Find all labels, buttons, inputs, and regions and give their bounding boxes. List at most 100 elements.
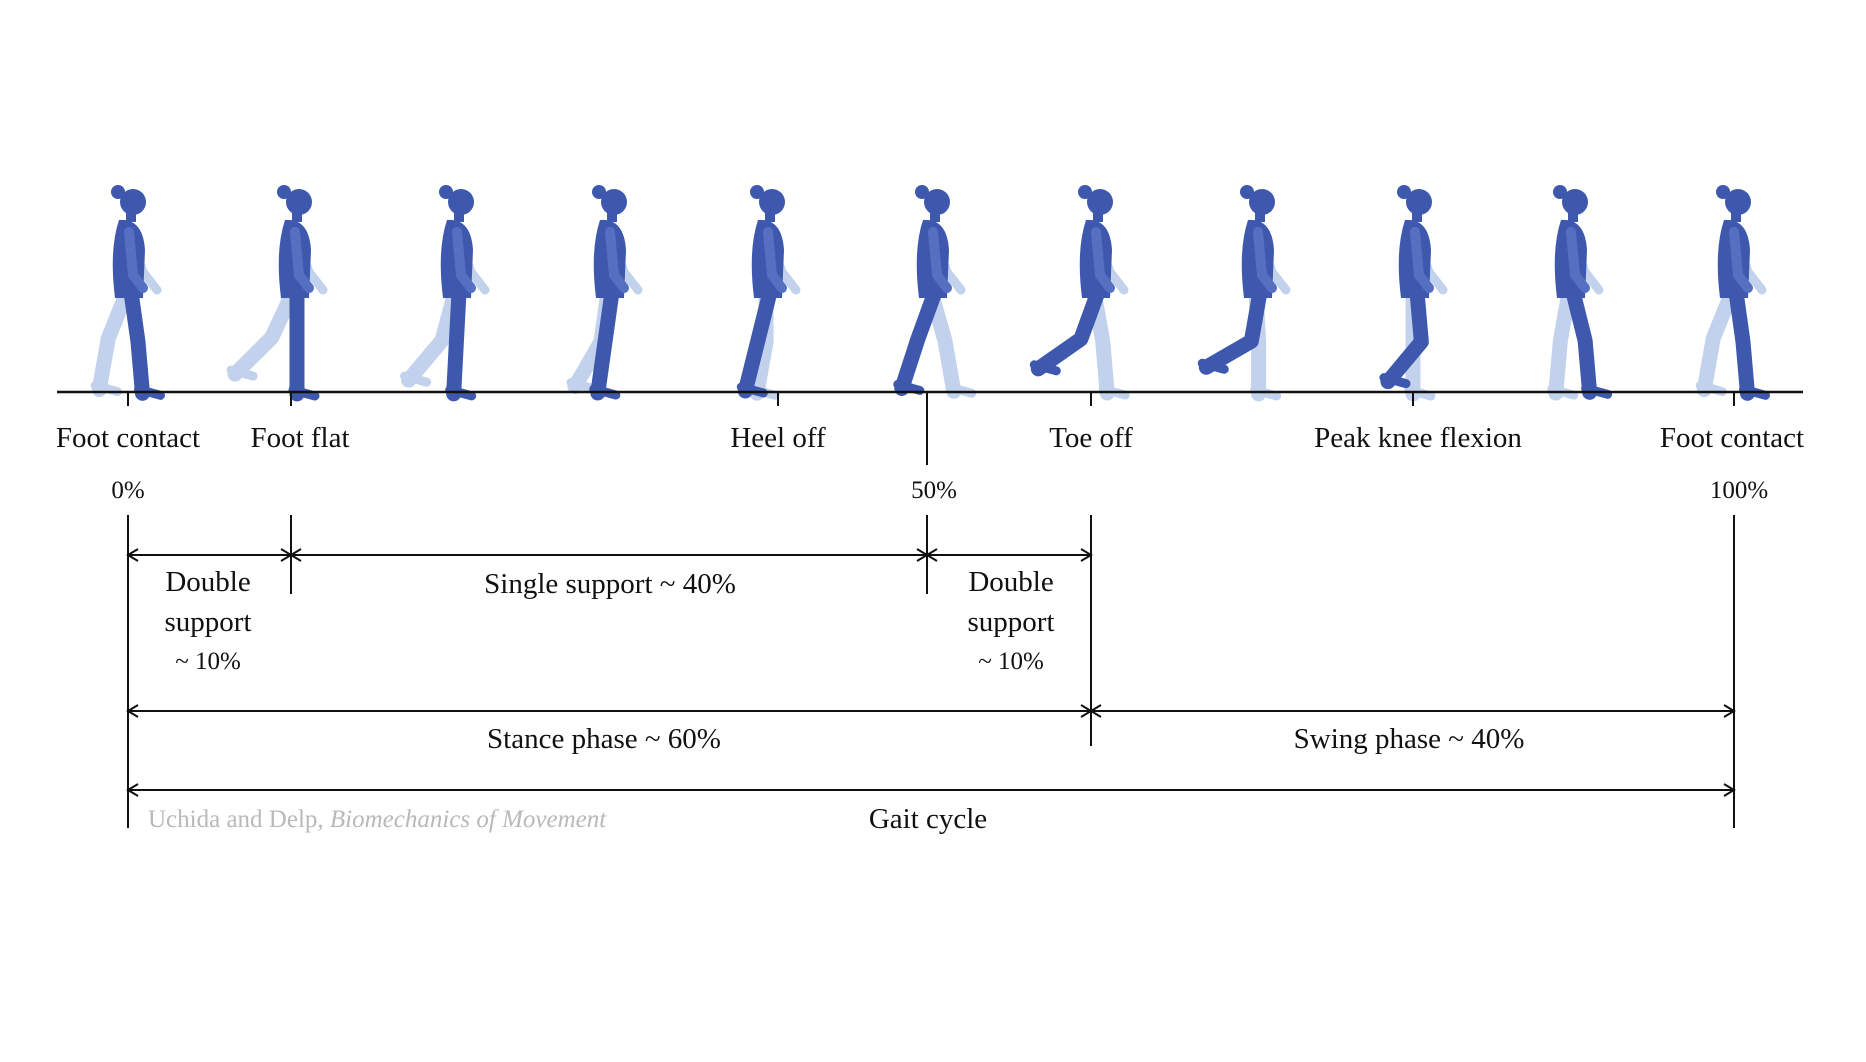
walking-figures (90, 185, 1770, 402)
neck (126, 210, 136, 222)
arrowhead-left (126, 704, 139, 718)
gait-cycle-label: Gait cycle (868, 803, 988, 835)
event-label-peak-knee-flexion: Peak knee flexion (1314, 422, 1522, 454)
arrowhead-left (1089, 704, 1102, 718)
leg (1548, 284, 1577, 401)
text-line: support (967, 606, 1055, 638)
walking-figure (400, 185, 490, 402)
arm (1410, 227, 1434, 293)
leg (91, 284, 135, 398)
head (1249, 189, 1275, 215)
double-support-1-label: Double support ~ 10% (165, 562, 252, 682)
arrowhead-left (289, 548, 302, 562)
leg (227, 284, 301, 382)
arm (1729, 227, 1753, 293)
arm (928, 227, 952, 293)
foot (893, 379, 925, 395)
walking-figure (90, 185, 165, 401)
neck (1412, 210, 1422, 222)
text-line: ~ 10% (978, 648, 1044, 675)
ponytail (915, 185, 929, 199)
head (759, 189, 785, 215)
arrowhead-right (1080, 548, 1093, 562)
leg (1198, 284, 1268, 375)
arm (605, 227, 629, 293)
leg (1728, 284, 1755, 401)
neck (607, 210, 617, 222)
credit-text: Uchida and Delp, Biomechanics of Movemen… (148, 806, 606, 834)
ponytail (750, 185, 764, 199)
text-line: Double (968, 566, 1054, 598)
head (286, 189, 312, 215)
head (120, 189, 146, 215)
ponytail (1078, 185, 1092, 199)
foot (1695, 381, 1727, 397)
credit-book: Biomechanics of Movement (329, 806, 607, 833)
leg (737, 284, 778, 399)
text-line: ~ 10% (175, 648, 241, 675)
arm (124, 227, 148, 293)
arm (290, 227, 314, 293)
neck (454, 210, 464, 222)
ponytail (1397, 185, 1411, 199)
text-line: Double (165, 566, 251, 598)
leg (123, 284, 150, 401)
head (1406, 189, 1432, 215)
walking-figure (1695, 185, 1770, 401)
event-label-toe-off: Toe off (1049, 422, 1133, 454)
neck (1568, 210, 1578, 222)
ponytail (1716, 185, 1730, 199)
arrowhead-right (1723, 704, 1736, 718)
ponytail (1553, 185, 1567, 199)
walking-figure (226, 185, 328, 402)
head (601, 189, 627, 215)
walking-figure (1547, 185, 1613, 401)
event-label-foot-contact-end: Foot contact (1659, 422, 1805, 454)
foot (1379, 373, 1411, 389)
foot (1029, 360, 1061, 376)
foot (1197, 358, 1229, 374)
neck (1731, 210, 1741, 222)
single-support-label: Single support ~ 40% (484, 568, 736, 600)
walking-figure (1197, 185, 1291, 402)
ponytail (277, 185, 291, 199)
head (1562, 189, 1588, 215)
leg (590, 284, 620, 401)
leg (446, 284, 467, 402)
foot (566, 378, 598, 394)
event-label-heel-off: Heel off (730, 422, 826, 454)
leg (894, 284, 943, 396)
ponytail (111, 185, 125, 199)
head (1087, 189, 1113, 215)
arrowhead-left (126, 783, 139, 797)
percent-100: 100% (1709, 477, 1769, 504)
arm (1566, 227, 1590, 293)
walking-figure (736, 185, 801, 401)
arrowhead-left (126, 548, 139, 562)
walking-figure (566, 185, 643, 401)
arm (1253, 227, 1277, 293)
credit-authors: Uchida and Delp, (148, 806, 324, 833)
head (448, 189, 474, 215)
double-support-2-label: Double support ~ 10% (968, 562, 1055, 682)
walking-figure (893, 185, 977, 399)
arm (763, 227, 787, 293)
percent-50: 50% (911, 477, 957, 504)
ponytail (592, 185, 606, 199)
walking-figure (1379, 185, 1448, 402)
leg (1696, 284, 1740, 398)
walking-figure (1029, 185, 1130, 401)
percent-0: 0% (111, 477, 145, 504)
stance-phase-label: Stance phase ~ 60% (487, 723, 721, 755)
ponytail (1240, 185, 1254, 199)
arm (1091, 227, 1115, 293)
foot (90, 381, 122, 397)
leg (1030, 284, 1106, 377)
arm (452, 227, 476, 293)
head (924, 189, 950, 215)
arrowhead-right (1723, 783, 1736, 797)
leg (1565, 284, 1598, 400)
neck (765, 210, 775, 222)
foot (226, 365, 258, 381)
